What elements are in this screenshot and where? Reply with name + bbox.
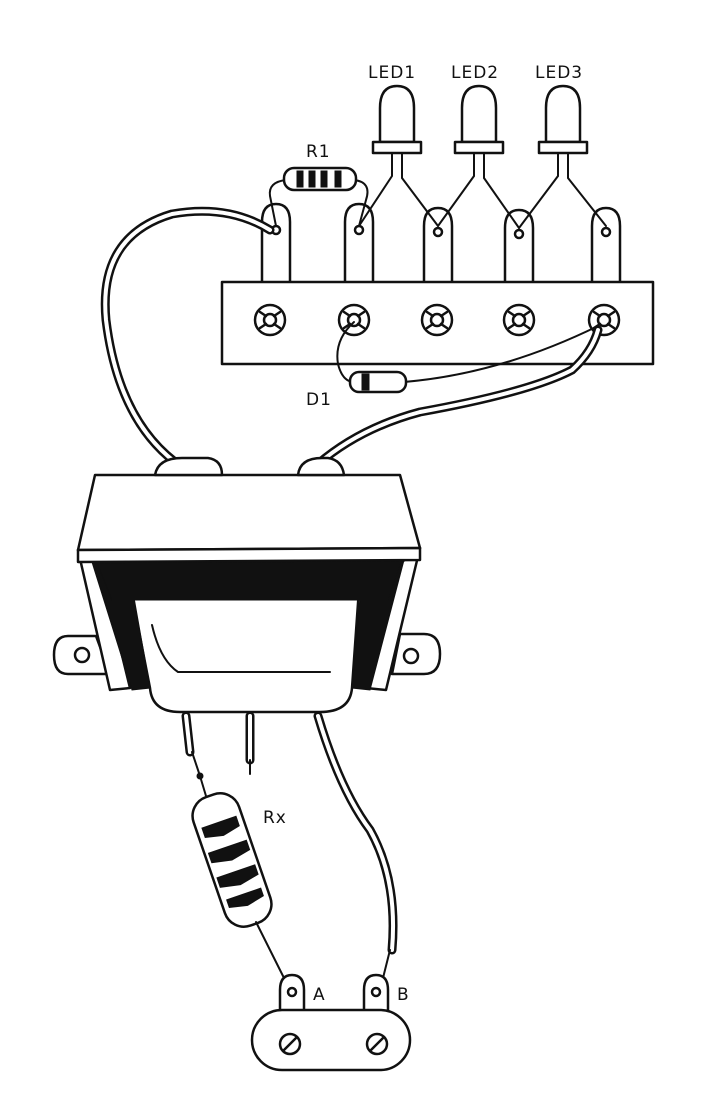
terminal-lug-a-hole	[286, 986, 298, 998]
lug-hole-2	[353, 224, 365, 236]
led-3	[518, 84, 607, 229]
strip-screw-3	[420, 303, 454, 337]
wire-t1-to-lug1	[100, 206, 275, 467]
led2-flange	[453, 140, 505, 155]
label-b: B	[397, 985, 410, 1005]
output-terminal-block	[250, 973, 412, 1072]
led-2	[437, 84, 520, 229]
rx-band-2	[207, 839, 251, 864]
t1-bottom-leads	[181, 711, 255, 797]
lug-5	[590, 206, 622, 287]
r1-band-2	[308, 170, 316, 188]
strip-screw-1	[253, 303, 287, 337]
label-d1: D1	[306, 390, 332, 410]
resistor-rx	[191, 792, 273, 928]
r1-band-4	[334, 170, 342, 188]
rx-band-3	[216, 864, 259, 888]
label-a: A	[313, 985, 326, 1005]
label-led2: LED2	[451, 63, 499, 83]
r1-band-3	[320, 170, 328, 188]
d1-body	[348, 370, 408, 394]
rx-band-1	[201, 815, 240, 839]
lug-2	[343, 202, 375, 287]
led1-dome	[378, 84, 416, 144]
transformer-t1	[52, 456, 442, 714]
t1-mount-hole-left	[73, 646, 91, 664]
d1-cathode-band	[361, 373, 370, 391]
lug-hole-3	[432, 226, 444, 238]
r1-body	[282, 166, 358, 192]
led3-dome	[544, 84, 582, 144]
t1-mount-hole-right	[402, 647, 420, 665]
led2-dome	[460, 84, 498, 144]
t1-top-plate	[76, 473, 422, 552]
label-r1: R1	[306, 142, 331, 162]
rx-band-4	[226, 887, 264, 909]
t1-lamination-band	[95, 557, 403, 601]
terminal-strip	[220, 280, 655, 366]
t1-top-boss-left	[153, 456, 224, 477]
strip-screw-2	[337, 303, 371, 337]
resistor-r1	[268, 166, 369, 227]
label-led3: LED3	[535, 63, 583, 83]
lug-4	[503, 208, 535, 287]
t1-top-plate-edge	[76, 546, 422, 564]
terminal-strip-lugs	[260, 202, 622, 287]
label-rx: Rx	[263, 808, 287, 828]
wire-t1-to-lug5	[313, 325, 603, 469]
lug-3	[422, 206, 454, 287]
r1-band-1	[296, 170, 304, 188]
led3-flange	[537, 140, 589, 155]
led-1	[358, 84, 439, 227]
terminal-lug-b-hole	[370, 986, 382, 998]
label-led1: LED1	[368, 63, 416, 83]
lug-1	[260, 202, 292, 287]
t1-top-boss-right	[296, 456, 346, 477]
lug-hole-4	[513, 228, 525, 240]
lug-hole-5	[600, 226, 612, 238]
strip-screw-4	[502, 303, 536, 337]
led1-flange	[371, 140, 423, 155]
diode-d1	[336, 321, 599, 394]
wire-t1-to-b	[313, 711, 398, 991]
